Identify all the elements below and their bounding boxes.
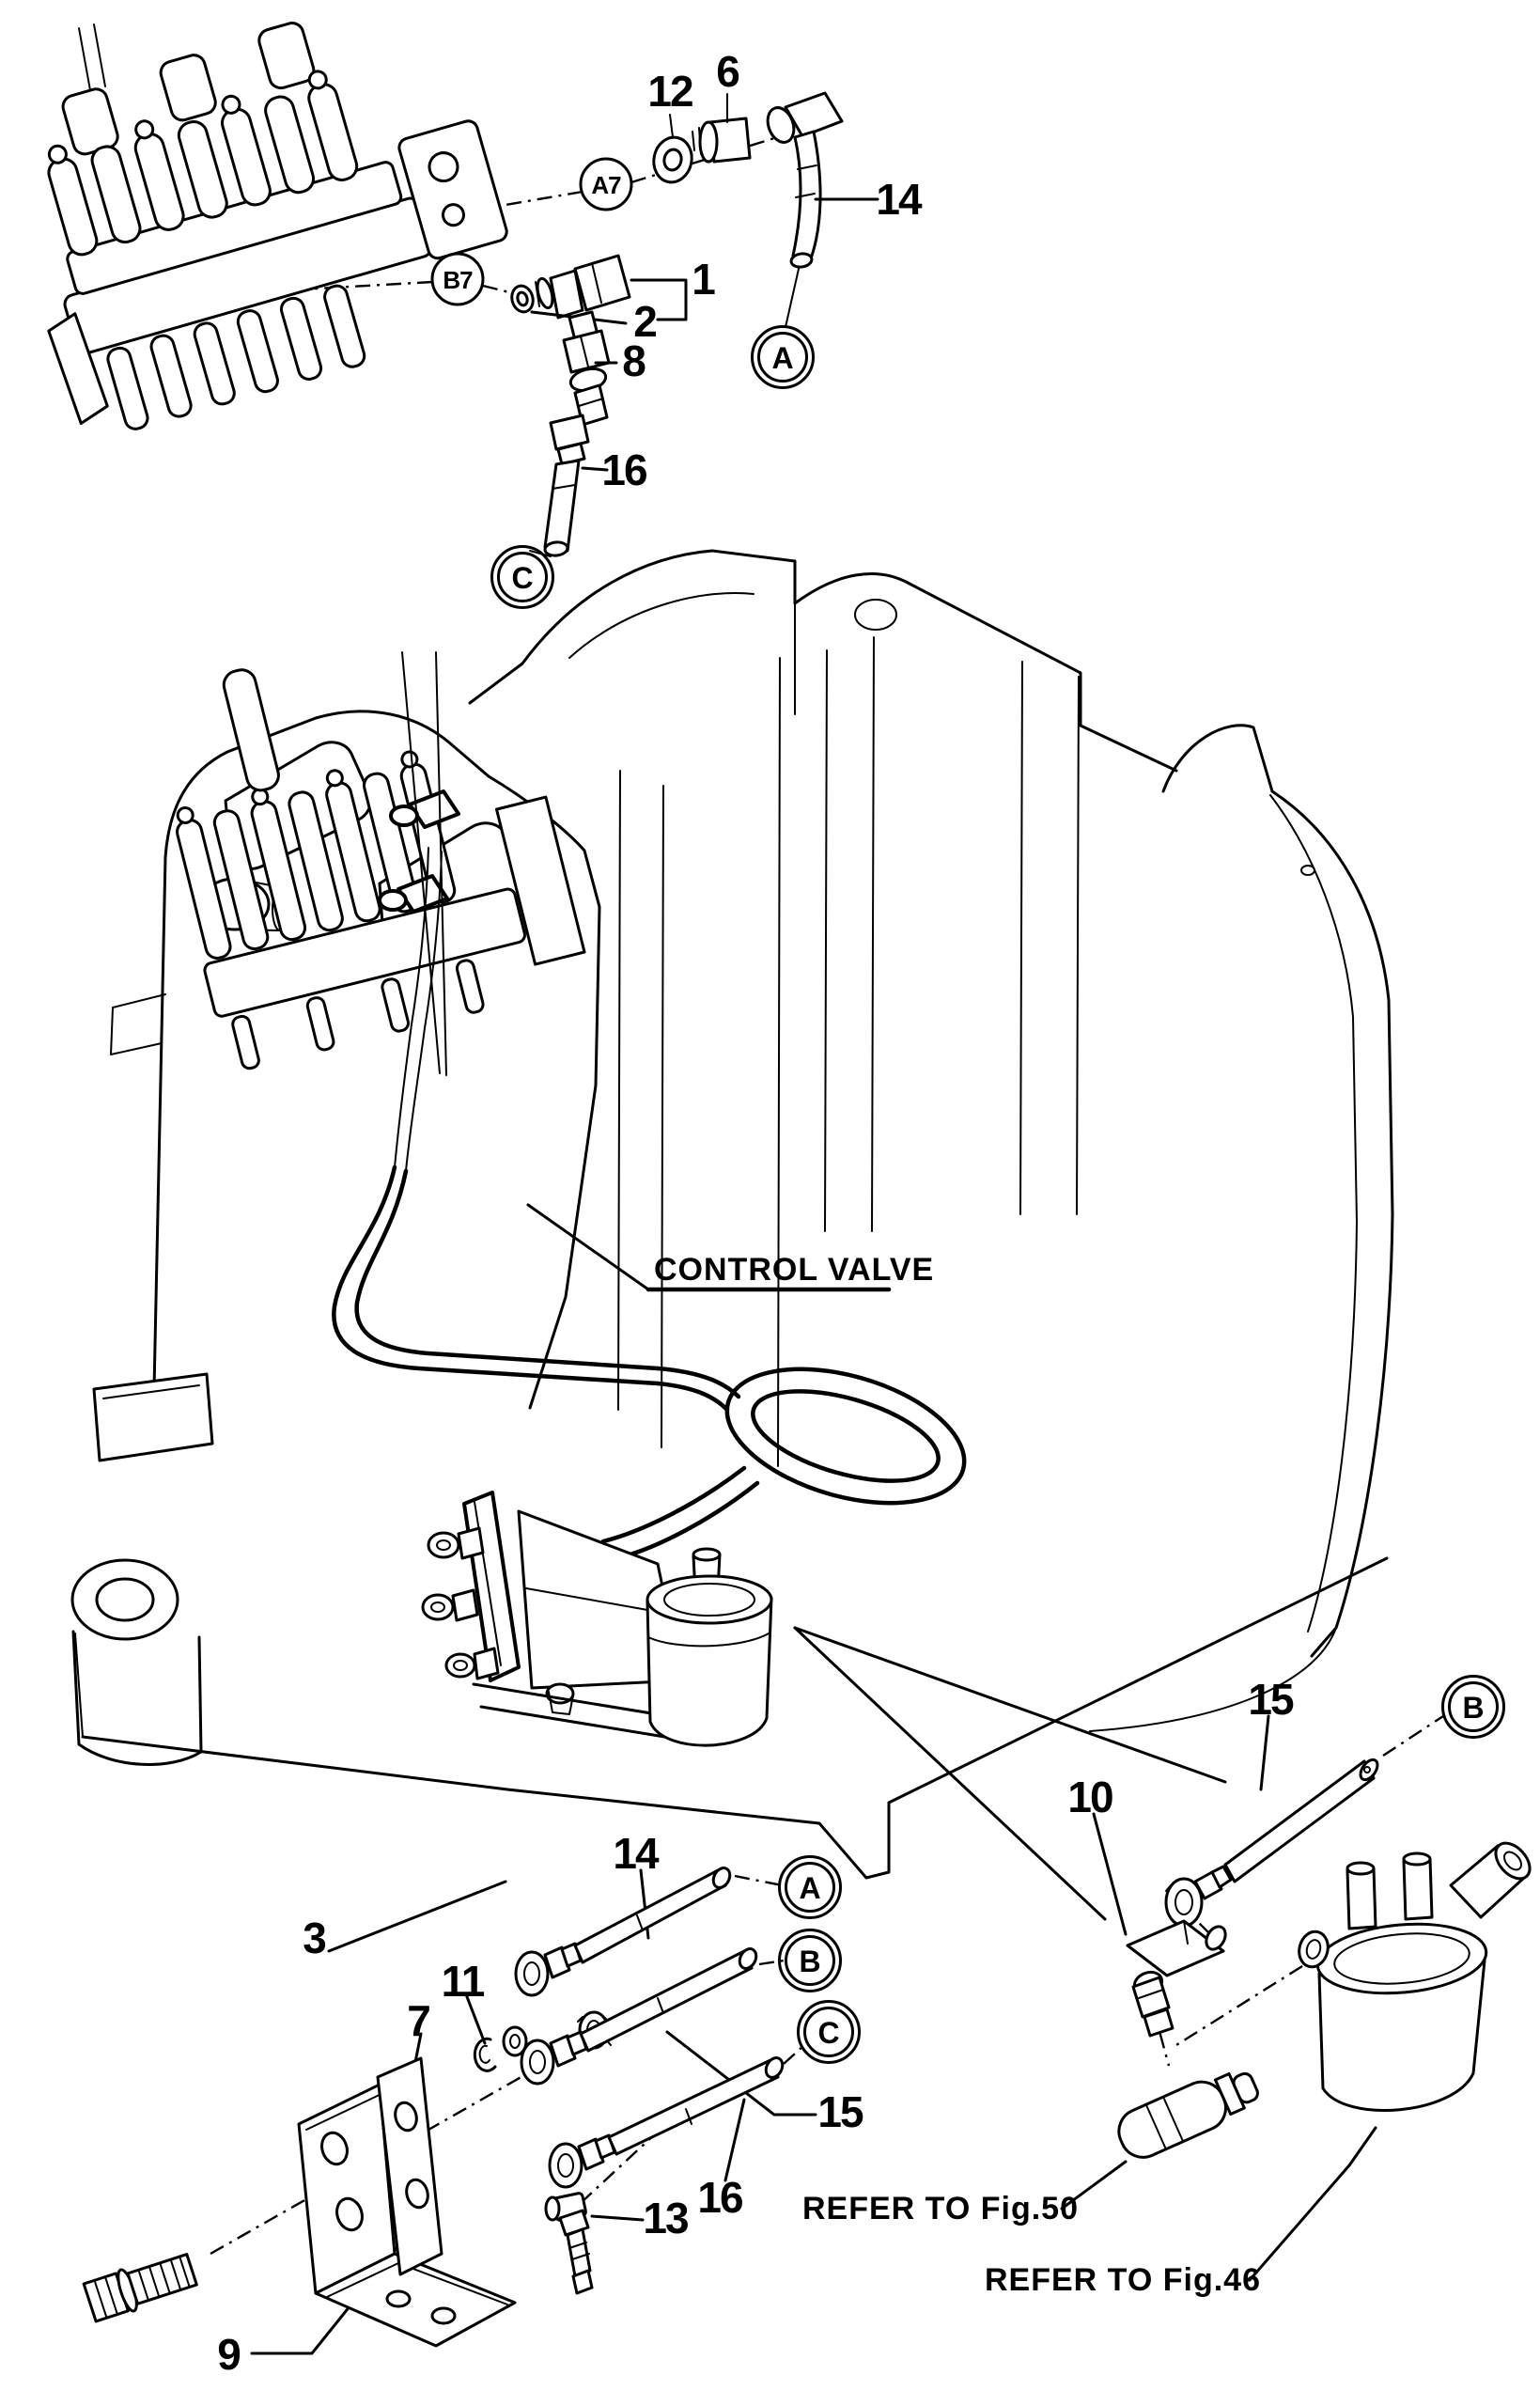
elbow-hose-14-part (766, 91, 844, 328)
callout-part-6: 6 (716, 47, 739, 96)
callout-part-12: 12 (647, 67, 692, 116)
callout-part-8: 8 (622, 336, 646, 385)
washer-12-part (652, 135, 693, 184)
hose-16-bottom-part (548, 2056, 785, 2189)
control-valve-in-machine (176, 668, 586, 1172)
hose-14-bottom-part (514, 1867, 732, 1997)
hose-16-top-part (529, 414, 590, 557)
port-rings: A7 B7 A C B A B C (430, 157, 1505, 2064)
control-valve-exploded (47, 22, 508, 430)
port-a7-label: A7 (591, 171, 621, 199)
machine-body (70, 549, 1394, 1880)
engine-cover (468, 549, 1178, 1467)
washers-11-part (473, 2025, 528, 2072)
callout-part-10: 10 (1067, 1773, 1112, 1821)
callout-part-14-top: 14 (876, 175, 923, 224)
control-valve-label: CONTROL VALVE (654, 1252, 934, 1288)
fitting-6-part (692, 117, 752, 164)
callout-part-2: 2 (633, 297, 656, 346)
port-c-top-label: C (511, 561, 533, 595)
callout-part-7: 7 (407, 1996, 429, 2045)
fitting-1-part (535, 254, 631, 320)
port-b7-ring (430, 252, 485, 306)
refer-fig-46-note: REFER TO Fig.46 (985, 2262, 1261, 2298)
callout-part-3: 3 (303, 1914, 325, 1962)
callout-part-16-top: 16 (601, 445, 646, 494)
right-exploded-group (1117, 1758, 1532, 2159)
port-b-bottom-label: B (799, 1945, 820, 1978)
bracket-9-part (297, 2083, 517, 2348)
axis-lines (210, 133, 1444, 2256)
right-panel (1089, 724, 1394, 1732)
port-a-bottom-ring (785, 1862, 835, 1913)
refer-fig-50-note: REFER TO Fig.50 (802, 2191, 1079, 2226)
port-b-right-ring (1448, 1681, 1499, 1732)
bracket-assembly-exploded (82, 1867, 785, 2348)
oring-2-part (510, 284, 535, 314)
callout-part-13: 13 (643, 2194, 688, 2242)
adapter-8-part (562, 310, 611, 427)
tube-15-part (1164, 1758, 1379, 1928)
port-b-bottom-ring (785, 1935, 835, 1986)
hose-cap-fig50-part (1117, 2071, 1259, 2159)
port-b7-label: B7 (443, 266, 473, 294)
port-a7-ring (579, 157, 633, 211)
callout-part-15-right: 15 (1248, 1675, 1294, 1724)
port-b-right-label: B (1462, 1691, 1484, 1725)
filter-in-machine (646, 1547, 773, 1747)
port-c-bottom-label: C (817, 2016, 839, 2050)
part-callouts: 12 6 1 2 8 16 14 15 10 3 14 11 7 15 16 1… (217, 47, 1296, 2379)
base-platform (70, 1372, 1389, 1880)
callout-part-16-bottom: 16 (697, 2173, 742, 2222)
port-c-bottom-ring (803, 2007, 854, 2057)
callout-part-15-bottom: 15 (817, 2087, 863, 2136)
plate-7-part (376, 2056, 443, 2276)
port-c-top-ring (497, 552, 548, 602)
port-a-top-label: A (771, 341, 793, 375)
callout-part-9: 9 (217, 2330, 240, 2379)
callout-part-1: 1 (692, 255, 715, 304)
callout-part-14-bottom: 14 (613, 1829, 660, 1878)
port-a-top-ring (757, 332, 808, 383)
elbow-10-part (1126, 1919, 1227, 2038)
port-a-bottom-label: A (799, 1871, 820, 1905)
hose-loops (332, 1164, 967, 1559)
hose-15-bottom-part (520, 1947, 758, 2086)
bolt-part (82, 2253, 198, 2323)
filter-fig46-part (1298, 1841, 1532, 2112)
elbow-13-part (544, 2192, 594, 2295)
callout-part-11: 11 (442, 1957, 485, 2006)
